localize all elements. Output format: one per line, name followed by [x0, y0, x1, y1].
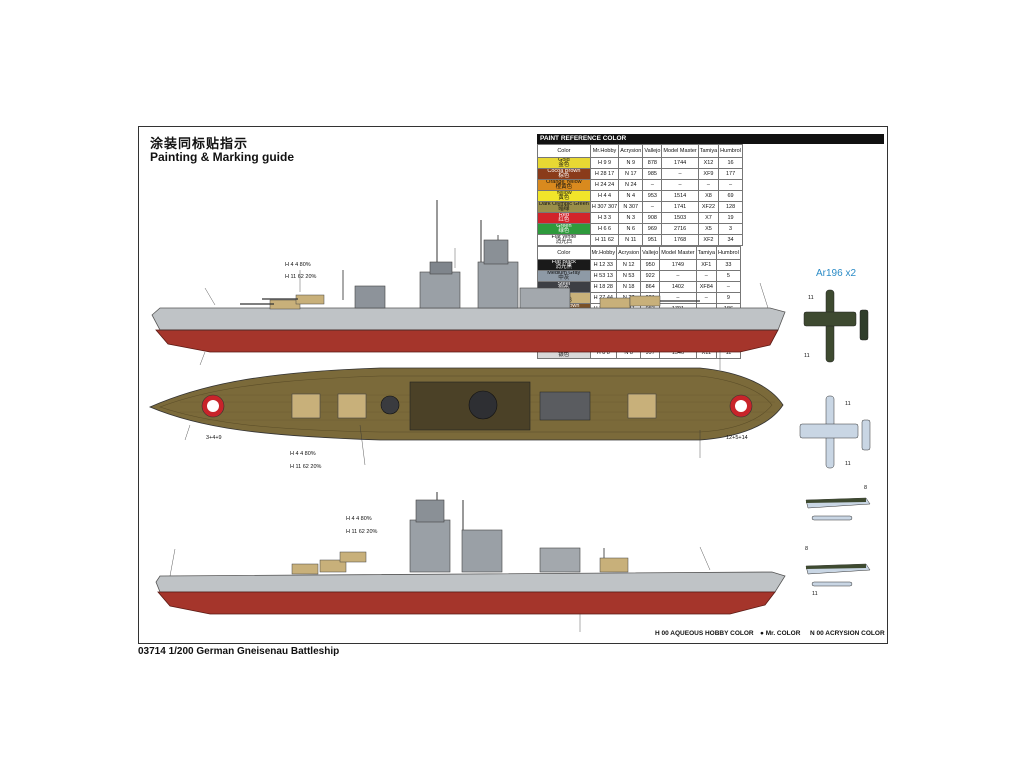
paint-color-name-cn: 暗绿 [558, 206, 570, 212]
legend-acrysion: N 00 ACRYSION COLOR [810, 630, 885, 637]
paint-cell: 9 [716, 292, 741, 304]
paint-color-name-cn: 金色 [558, 162, 570, 168]
paint-color-name-cn: 消光白 [555, 239, 573, 245]
paint-header-1: Mr.Hobby [589, 144, 620, 158]
paint-header-5: Tamiya [697, 144, 720, 158]
plane-label-8a: 8 [864, 485, 868, 491]
plane-label-11e: 11 [812, 591, 818, 597]
legend-aqueous: H 00 AQUEOUS HOBBY COLOR [655, 630, 754, 637]
side-view-port [155, 492, 786, 615]
paint-color-name: Flat White [551, 234, 577, 240]
paint-header-5: Tamiya [695, 246, 718, 260]
paint-color-name-cn: 棕色 [558, 173, 570, 179]
paint-color-name: Cocoa Brown [547, 168, 581, 174]
paint-color-name-cn: 红色 [558, 217, 570, 223]
paint-table-title: PAINT REFERENCE COLOR [537, 134, 884, 144]
callout-count-stern: 12+5+14 [726, 435, 748, 441]
paint-header-3: Vallejo [642, 144, 663, 158]
paint-cell: XF2 [697, 234, 720, 246]
paint-color-name: Dark Olympic Green [539, 201, 589, 207]
paint-cell: H 11 62 [589, 234, 620, 246]
legend-mr-color-label: Mr. COLOR [765, 630, 801, 637]
callout-percent-mid-1: H 4 4 80% [290, 451, 316, 457]
leader-lines [169, 248, 769, 632]
aircraft-title: Ar196 x2 [816, 268, 857, 279]
paint-color-name-cn: 中灰 [558, 275, 570, 281]
callout-percent-top-1: H 4 4 80% [285, 262, 311, 268]
paint-cell: X12 [697, 157, 720, 169]
deck-plan-view [148, 367, 784, 441]
plane-label-11a: 11 [808, 295, 814, 301]
paint-color-name: Green [556, 223, 572, 229]
title-chinese: 涂装同标贴指示 [150, 136, 249, 151]
paint-header-1: Mr.Hobby [589, 246, 618, 260]
paint-header-0: Color [537, 246, 591, 260]
callout-percent-mid-2: H 11 62 20% [290, 464, 322, 470]
paint-cell: N 11 [618, 234, 644, 246]
paint-header-6: Humbrol [716, 246, 741, 260]
paint-color-name: Red [558, 212, 569, 218]
paint-header-3: Vallejo [640, 246, 661, 260]
paint-header-2: Acrysion [618, 144, 644, 158]
paint-color-name: Flat Black [551, 259, 576, 265]
aircraft-illustrations [799, 289, 871, 587]
callout-percent-top-2: H 11 62 20% [285, 274, 317, 280]
paint-color-name: Medium Gray [547, 270, 581, 276]
paint-color-name-cn: 橙黄色 [555, 184, 573, 190]
paint-header-4: Model Master [659, 246, 697, 260]
paint-color-name-cn: 黄色 [558, 195, 570, 201]
paint-header-0: Color [537, 144, 591, 158]
paint-color-name: Gold [558, 157, 570, 163]
paint-cell: 33 [716, 259, 741, 271]
callout-count-bow: 3+4+9 [206, 435, 222, 441]
legend-mr-color: ● Mr. COLOR [760, 630, 801, 637]
callout-percent-bot-2: H 11 62 20% [346, 529, 378, 535]
model-footer: 03714 1/200 German Gneisenau Battleship [138, 646, 340, 657]
paint-cell: X8 [697, 190, 720, 202]
plane-label-11c: 11 [845, 401, 851, 407]
plane-label-11d: 11 [845, 461, 851, 467]
paint-color-name: Yellow [556, 190, 572, 196]
callout-percent-bot-1: H 4 4 80% [346, 516, 372, 522]
title-english: Painting & Marking guide [150, 150, 295, 164]
side-view-starboard [151, 200, 786, 353]
paint-color-name-cn: 绿色 [558, 228, 570, 234]
paint-color-name-cn: 银色 [558, 352, 570, 358]
paint-color-name: Steel [557, 281, 571, 287]
plane-label-11b: 11 [804, 353, 810, 359]
paint-cell: 34 [718, 234, 743, 246]
paint-color-name: Orange Yellow [546, 179, 582, 185]
plane-label-8b: 8 [805, 546, 809, 552]
paint-color-name-cn: 消光黑 [555, 264, 573, 270]
